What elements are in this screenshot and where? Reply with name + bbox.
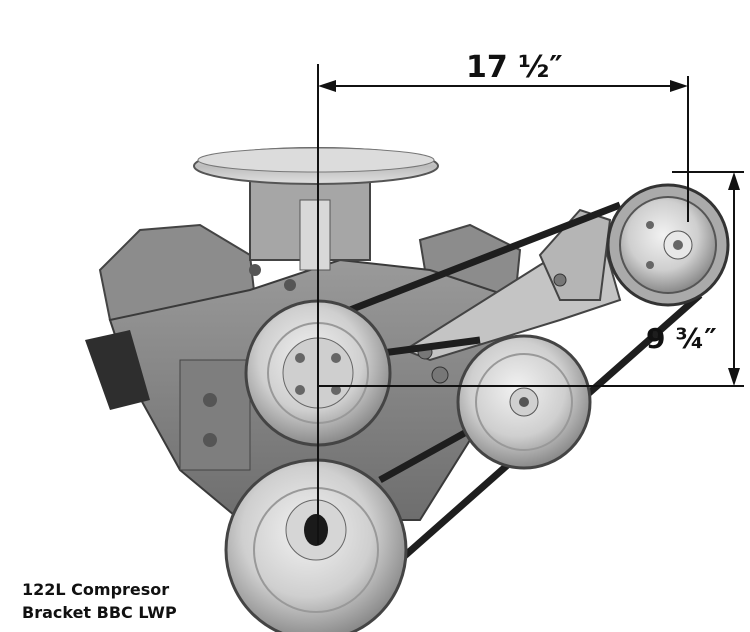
- caption-line-1: 122L Compresor: [22, 580, 170, 599]
- crank-pulley: [224, 458, 408, 632]
- power-steering-pulley: [456, 334, 592, 470]
- product-caption: 122L Compresor Bracket BBC LWP: [22, 578, 177, 624]
- height-dimension-label: 9 ¾″: [646, 322, 717, 355]
- width-dimension-label: 17 ½″: [466, 50, 563, 85]
- caption-line-2: Bracket BBC LWP: [22, 603, 177, 622]
- carburetor: [193, 147, 439, 271]
- compressor-bracket: [402, 208, 622, 384]
- dimension-lines: [317, 64, 744, 545]
- ac-compressor: [606, 183, 730, 307]
